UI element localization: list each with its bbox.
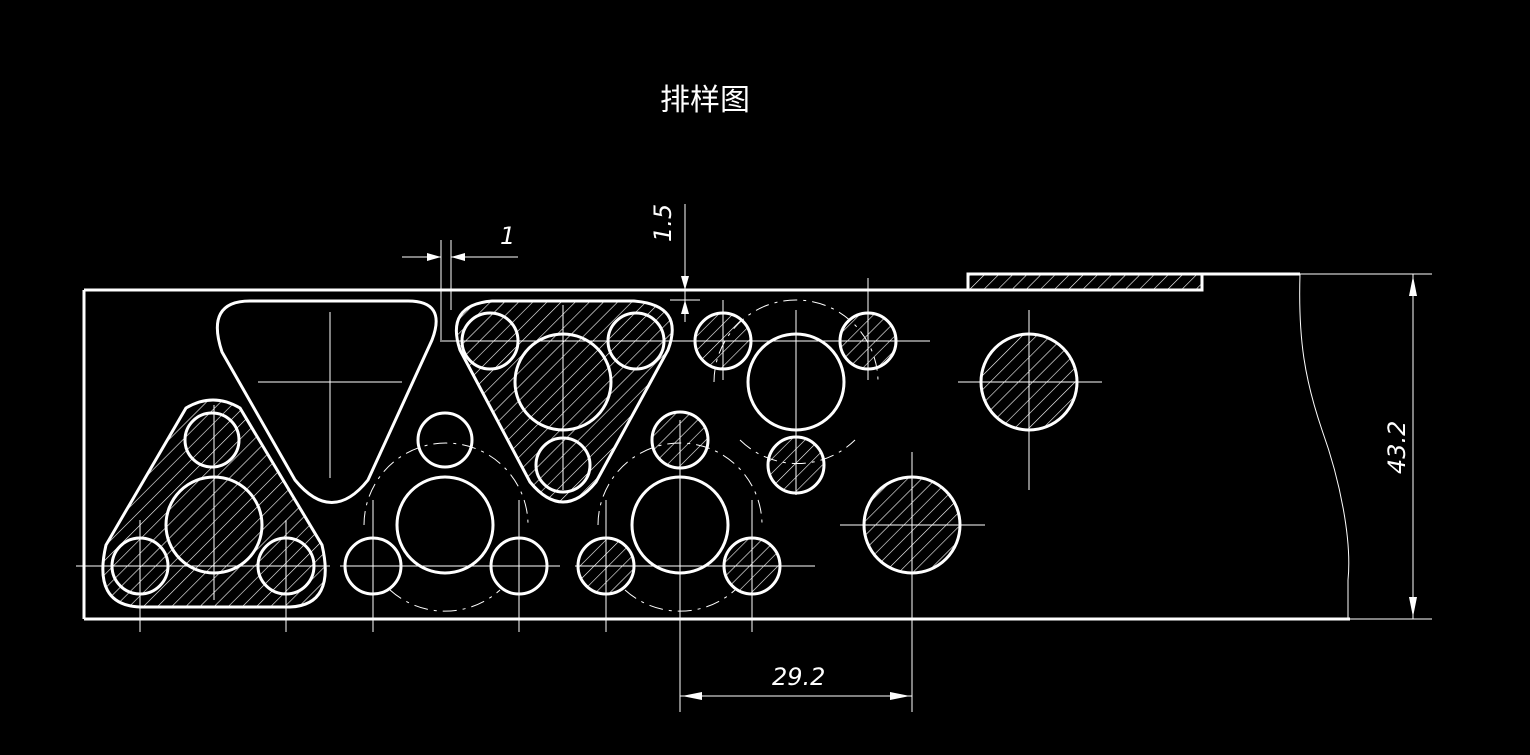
pierced-hole-lower <box>840 452 985 712</box>
pierced-hole-upper <box>958 310 1102 490</box>
gap-dimension: 1 <box>402 222 518 340</box>
strip-width-dimension-text: 43.2 <box>1383 421 1411 474</box>
break-line <box>1299 273 1350 619</box>
edge-margin-dimension-text: 1.5 <box>649 204 677 242</box>
triangle-part-upper-middle <box>440 299 690 504</box>
strip-outline <box>82 272 1350 621</box>
drawing-title: 排样图 <box>660 83 750 118</box>
strip-width-dimension: 43.2 <box>1300 273 1432 620</box>
triangle-part-lower-left <box>76 398 330 632</box>
edge-margin-dimension: 1.5 <box>649 204 700 322</box>
blanked-triangle-centerlines <box>258 312 402 478</box>
gap-dimension-text: 1 <box>500 222 515 250</box>
pitch-dimension: 29.2 <box>680 663 912 700</box>
blanked-triangle <box>215 299 438 504</box>
stop-block <box>966 272 1204 292</box>
pierce-group-lower-1 <box>340 411 560 632</box>
pitch-dimension-text: 29.2 <box>772 663 825 691</box>
pierce-group-lower-2 <box>575 410 815 712</box>
pierce-group-upper <box>690 278 930 495</box>
